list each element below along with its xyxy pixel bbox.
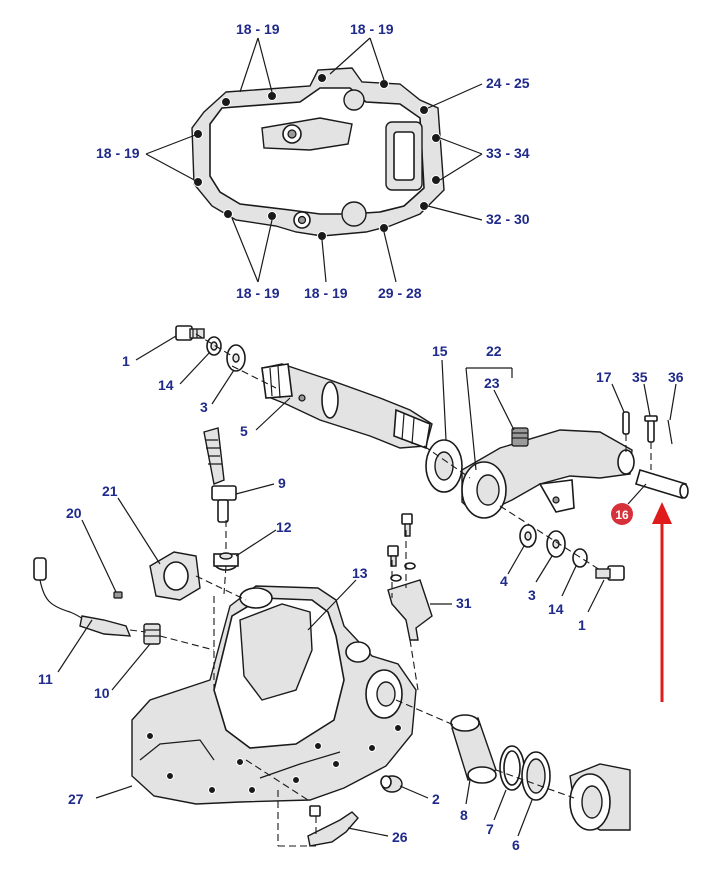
label-part-8: 8	[460, 807, 468, 823]
label-part-20: 20	[66, 505, 82, 521]
label-part-14: 14	[158, 377, 174, 393]
bush-part-2	[380, 775, 403, 793]
bolt-part-1	[175, 325, 205, 341]
label-part-3: 3	[200, 399, 208, 415]
label-top-24-25: 24 - 25	[486, 75, 530, 91]
label-part-35: 35	[632, 369, 648, 385]
split-pin-part-36	[667, 419, 673, 445]
label-part-36: 36	[668, 369, 684, 385]
washer-part-14-right	[572, 548, 588, 568]
label-top-32-30: 32 - 30	[486, 211, 530, 227]
sensor-part-9	[203, 427, 237, 523]
exploded-view-leaders	[57, 335, 677, 837]
label-top-18-19-b: 18 - 19	[350, 21, 394, 37]
label-part-12: 12	[276, 519, 292, 535]
top-view-leaders	[145, 37, 483, 283]
pin-part-17	[622, 411, 630, 435]
grease-nipple-part-23	[511, 427, 529, 447]
label-top-18-19-e: 18 - 19	[304, 285, 348, 301]
label-top-18-19-c: 18 - 19	[96, 145, 140, 161]
bolt-part-1-right	[595, 565, 625, 581]
pin-part-16	[635, 468, 689, 500]
label-top-29-28: 29 - 28	[378, 285, 422, 301]
pin-part-35	[644, 415, 658, 443]
label-top-18-19-d: 18 - 19	[236, 285, 280, 301]
screw-part-20	[113, 591, 123, 599]
label-part-3-right: 3	[528, 587, 536, 603]
label-part-5: 5	[240, 423, 248, 439]
label-part-11: 11	[38, 671, 53, 687]
label-part-4: 4	[500, 573, 508, 589]
label-part-7: 7	[486, 821, 494, 837]
label-part-26: 26	[392, 829, 408, 845]
top-view-housing	[191, 67, 445, 241]
label-part-2: 2	[432, 791, 440, 807]
label-part-9: 9	[278, 475, 286, 491]
label-part-1: 1	[122, 353, 130, 369]
label-part-10: 10	[94, 685, 110, 701]
label-part-23: 23	[484, 375, 500, 391]
red-pointer-arrow	[652, 502, 672, 702]
sensor-part-11	[33, 557, 132, 637]
bracket-part-21	[149, 551, 201, 601]
bracket-part-31	[387, 579, 433, 641]
lift-arm-detail	[569, 763, 631, 831]
label-top-33-34: 33 - 34	[486, 145, 530, 161]
bushing-part-8	[450, 714, 497, 784]
label-part-31: 31	[456, 595, 472, 611]
bracket-part-26	[307, 811, 359, 847]
splined-shaft-part-5	[261, 363, 433, 450]
label-part-15: 15	[432, 343, 448, 359]
label-part-22: 22	[486, 343, 502, 359]
label-top-18-19-a: 18 - 19	[236, 21, 280, 37]
label-part-1-right: 1	[578, 617, 586, 633]
label-part-17: 17	[596, 369, 612, 385]
highlight-badge-label: 16	[615, 508, 629, 522]
plug-part-10	[143, 623, 161, 645]
bolt-part-31-upper	[387, 513, 416, 582]
label-part-6: 6	[512, 837, 520, 853]
lift-arm-part-22	[461, 429, 635, 519]
assembly-dashed-lines	[129, 333, 652, 847]
label-part-13: 13	[352, 565, 368, 581]
highlight-badge-part-16: 16	[611, 503, 633, 525]
label-part-21: 21	[102, 483, 118, 499]
label-part-27: 27	[68, 791, 84, 807]
label-part-14-right: 14	[548, 601, 564, 617]
rear-axle-housing-part-27	[131, 585, 417, 805]
